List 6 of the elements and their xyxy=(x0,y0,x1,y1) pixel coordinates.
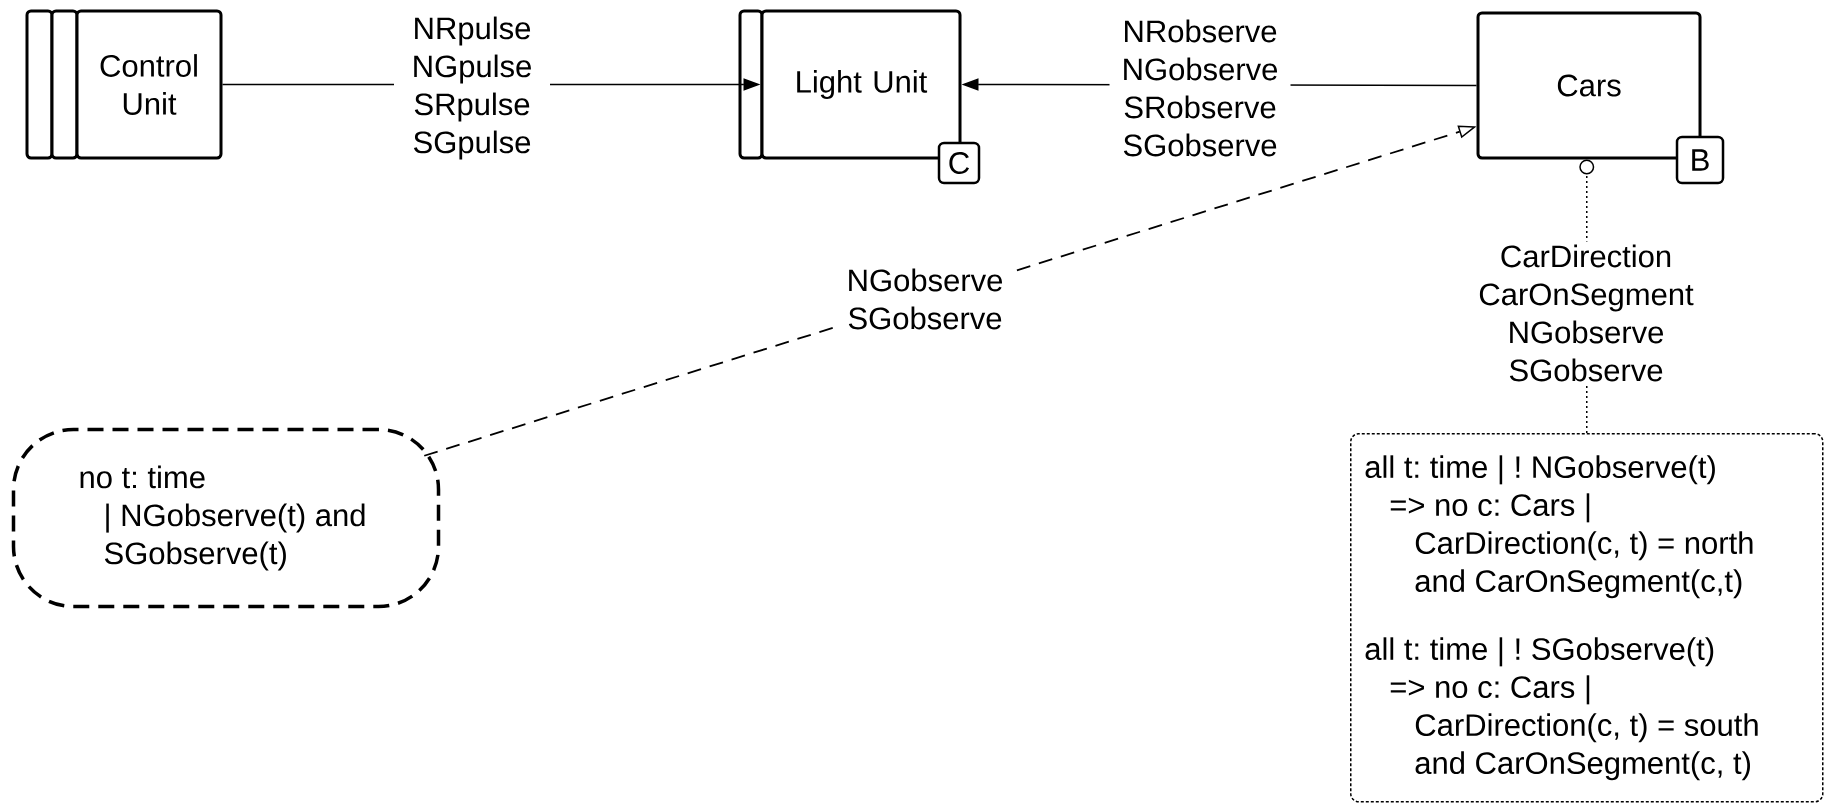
edge-label: CarDirection CarOnSegment NGobserve SGobserve xyxy=(1473,241,1699,385)
edge-label: NGobserve SGobserve xyxy=(834,265,1016,333)
domain-box: Control Unit xyxy=(25,9,223,160)
edge-label: NRobserve NGobserve SRobserve SGobserve xyxy=(1109,16,1291,160)
note-box: all t: time | ! NGobserve(t) => no c: Cars | CarDirection(c, t) = north and CarOnSegment(c,t) all t: time | ! SGobserve(t) => no c: Cars | CarDirection(c, t) = south and CarOnSegment(c, t) xyxy=(1350,433,1824,803)
edge-label: NRpulse NGpulse SRpulse SGpulse xyxy=(394,13,550,163)
